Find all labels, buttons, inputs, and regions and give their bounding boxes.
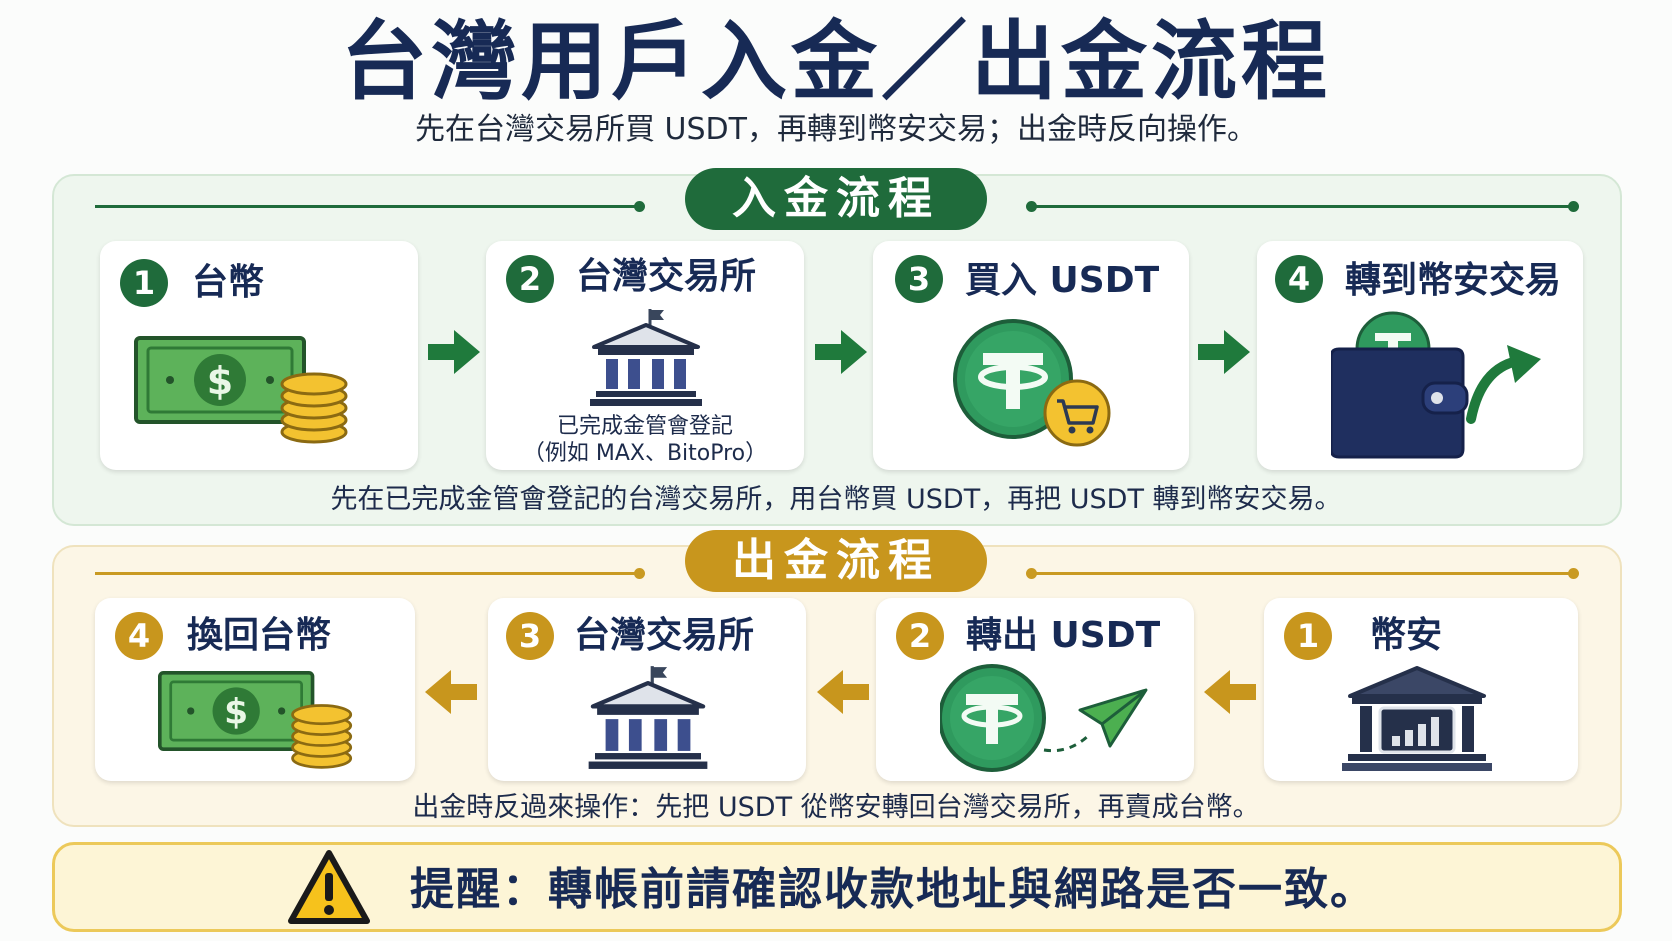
withdraw-line-right: [1026, 568, 1579, 579]
step-title: 換回台幣: [187, 615, 332, 656]
step-number-badge: 1: [1284, 612, 1332, 660]
flow-arrow-left-icon: [817, 670, 869, 714]
page-title: 台灣用戶入金／出金流程: [341, 12, 1331, 112]
step-title: 轉到幣安交易: [1345, 260, 1562, 301]
bank-icon: [590, 309, 702, 406]
deposit-section-label: 入金流程: [685, 168, 987, 230]
step-title: 幣安: [1370, 615, 1443, 656]
wallet-send-icon: [1331, 311, 1541, 459]
step-number-badge: 3: [895, 255, 943, 303]
tether-cart-icon: [953, 319, 1111, 447]
withdraw-step-3-card: 3 台灣交易所: [488, 598, 806, 781]
svg-text:$: $: [224, 693, 248, 733]
exchange-bank-icon: [1342, 666, 1492, 771]
tether-send-icon: [940, 664, 1148, 772]
flow-arrow-right-icon: [815, 330, 867, 374]
deposit-line-right: [1026, 201, 1579, 212]
deposit-line-left: [95, 201, 645, 212]
step-number-badge: 4: [1275, 255, 1323, 303]
withdraw-section-label: 出金流程: [685, 530, 987, 592]
flow-arrow-left-icon: [1204, 670, 1256, 714]
step-number-badge: 1: [120, 259, 168, 307]
deposit-caption: 先在已完成金管會登記的台灣交易所，用台幣買 USDT，再把 USDT 轉到幣安交…: [330, 484, 1342, 515]
step-title: 轉出 USDT: [966, 615, 1161, 656]
reminder-box: 提醒：轉帳前請確認收款地址與網路是否一致。: [52, 842, 1622, 932]
reminder-text: 提醒：轉帳前請確認收款地址與網路是否一致。: [410, 864, 1376, 915]
deposit-step-3-card: 3 買入 USDT: [873, 241, 1189, 470]
deposit-step-4-card: 4 轉到幣安交易: [1257, 241, 1583, 470]
cash-coins-icon: $: [158, 671, 353, 769]
deposit-step-2-card: 2 台灣交易所 已完成金管會登記 （例如 MAX、BitoPro）: [486, 241, 804, 470]
cash-coins-icon: $: [134, 336, 348, 444]
step-note-example: （例如 MAX、BitoPro）: [522, 441, 768, 466]
withdraw-line-left: [95, 568, 645, 579]
page-subtitle: 先在台灣交易所買 USDT，再轉到幣安交易；出金時反向操作。: [415, 112, 1257, 147]
flow-arrow-right-icon: [428, 330, 480, 374]
withdraw-caption: 出金時反過來操作：先把 USDT 從幣安轉回台灣交易所，再賣成台幣。: [412, 792, 1260, 823]
withdraw-step-1-card: 1 幣安: [1264, 598, 1578, 781]
withdraw-step-2-card: 2 轉出 USDT: [876, 598, 1194, 781]
withdraw-step-4-card: 4 換回台幣 $: [95, 598, 415, 781]
step-title: 買入 USDT: [965, 260, 1160, 301]
bank-icon: [588, 666, 708, 769]
step-number-badge: 3: [506, 612, 554, 660]
step-title: 台灣交易所: [576, 256, 757, 297]
svg-text:$: $: [207, 359, 233, 403]
warning-icon: [288, 850, 370, 924]
step-title: 台幣: [192, 262, 265, 303]
flow-arrow-left-icon: [425, 670, 477, 714]
step-number-badge: 2: [506, 255, 554, 303]
deposit-step-1-card: 1 台幣 $: [100, 241, 418, 470]
flow-arrow-right-icon: [1198, 330, 1250, 374]
step-number-badge: 2: [896, 612, 944, 660]
step-number-badge: 4: [115, 612, 163, 660]
step-title: 台灣交易所: [574, 615, 755, 656]
step-note: 已完成金管會登記: [556, 414, 733, 439]
